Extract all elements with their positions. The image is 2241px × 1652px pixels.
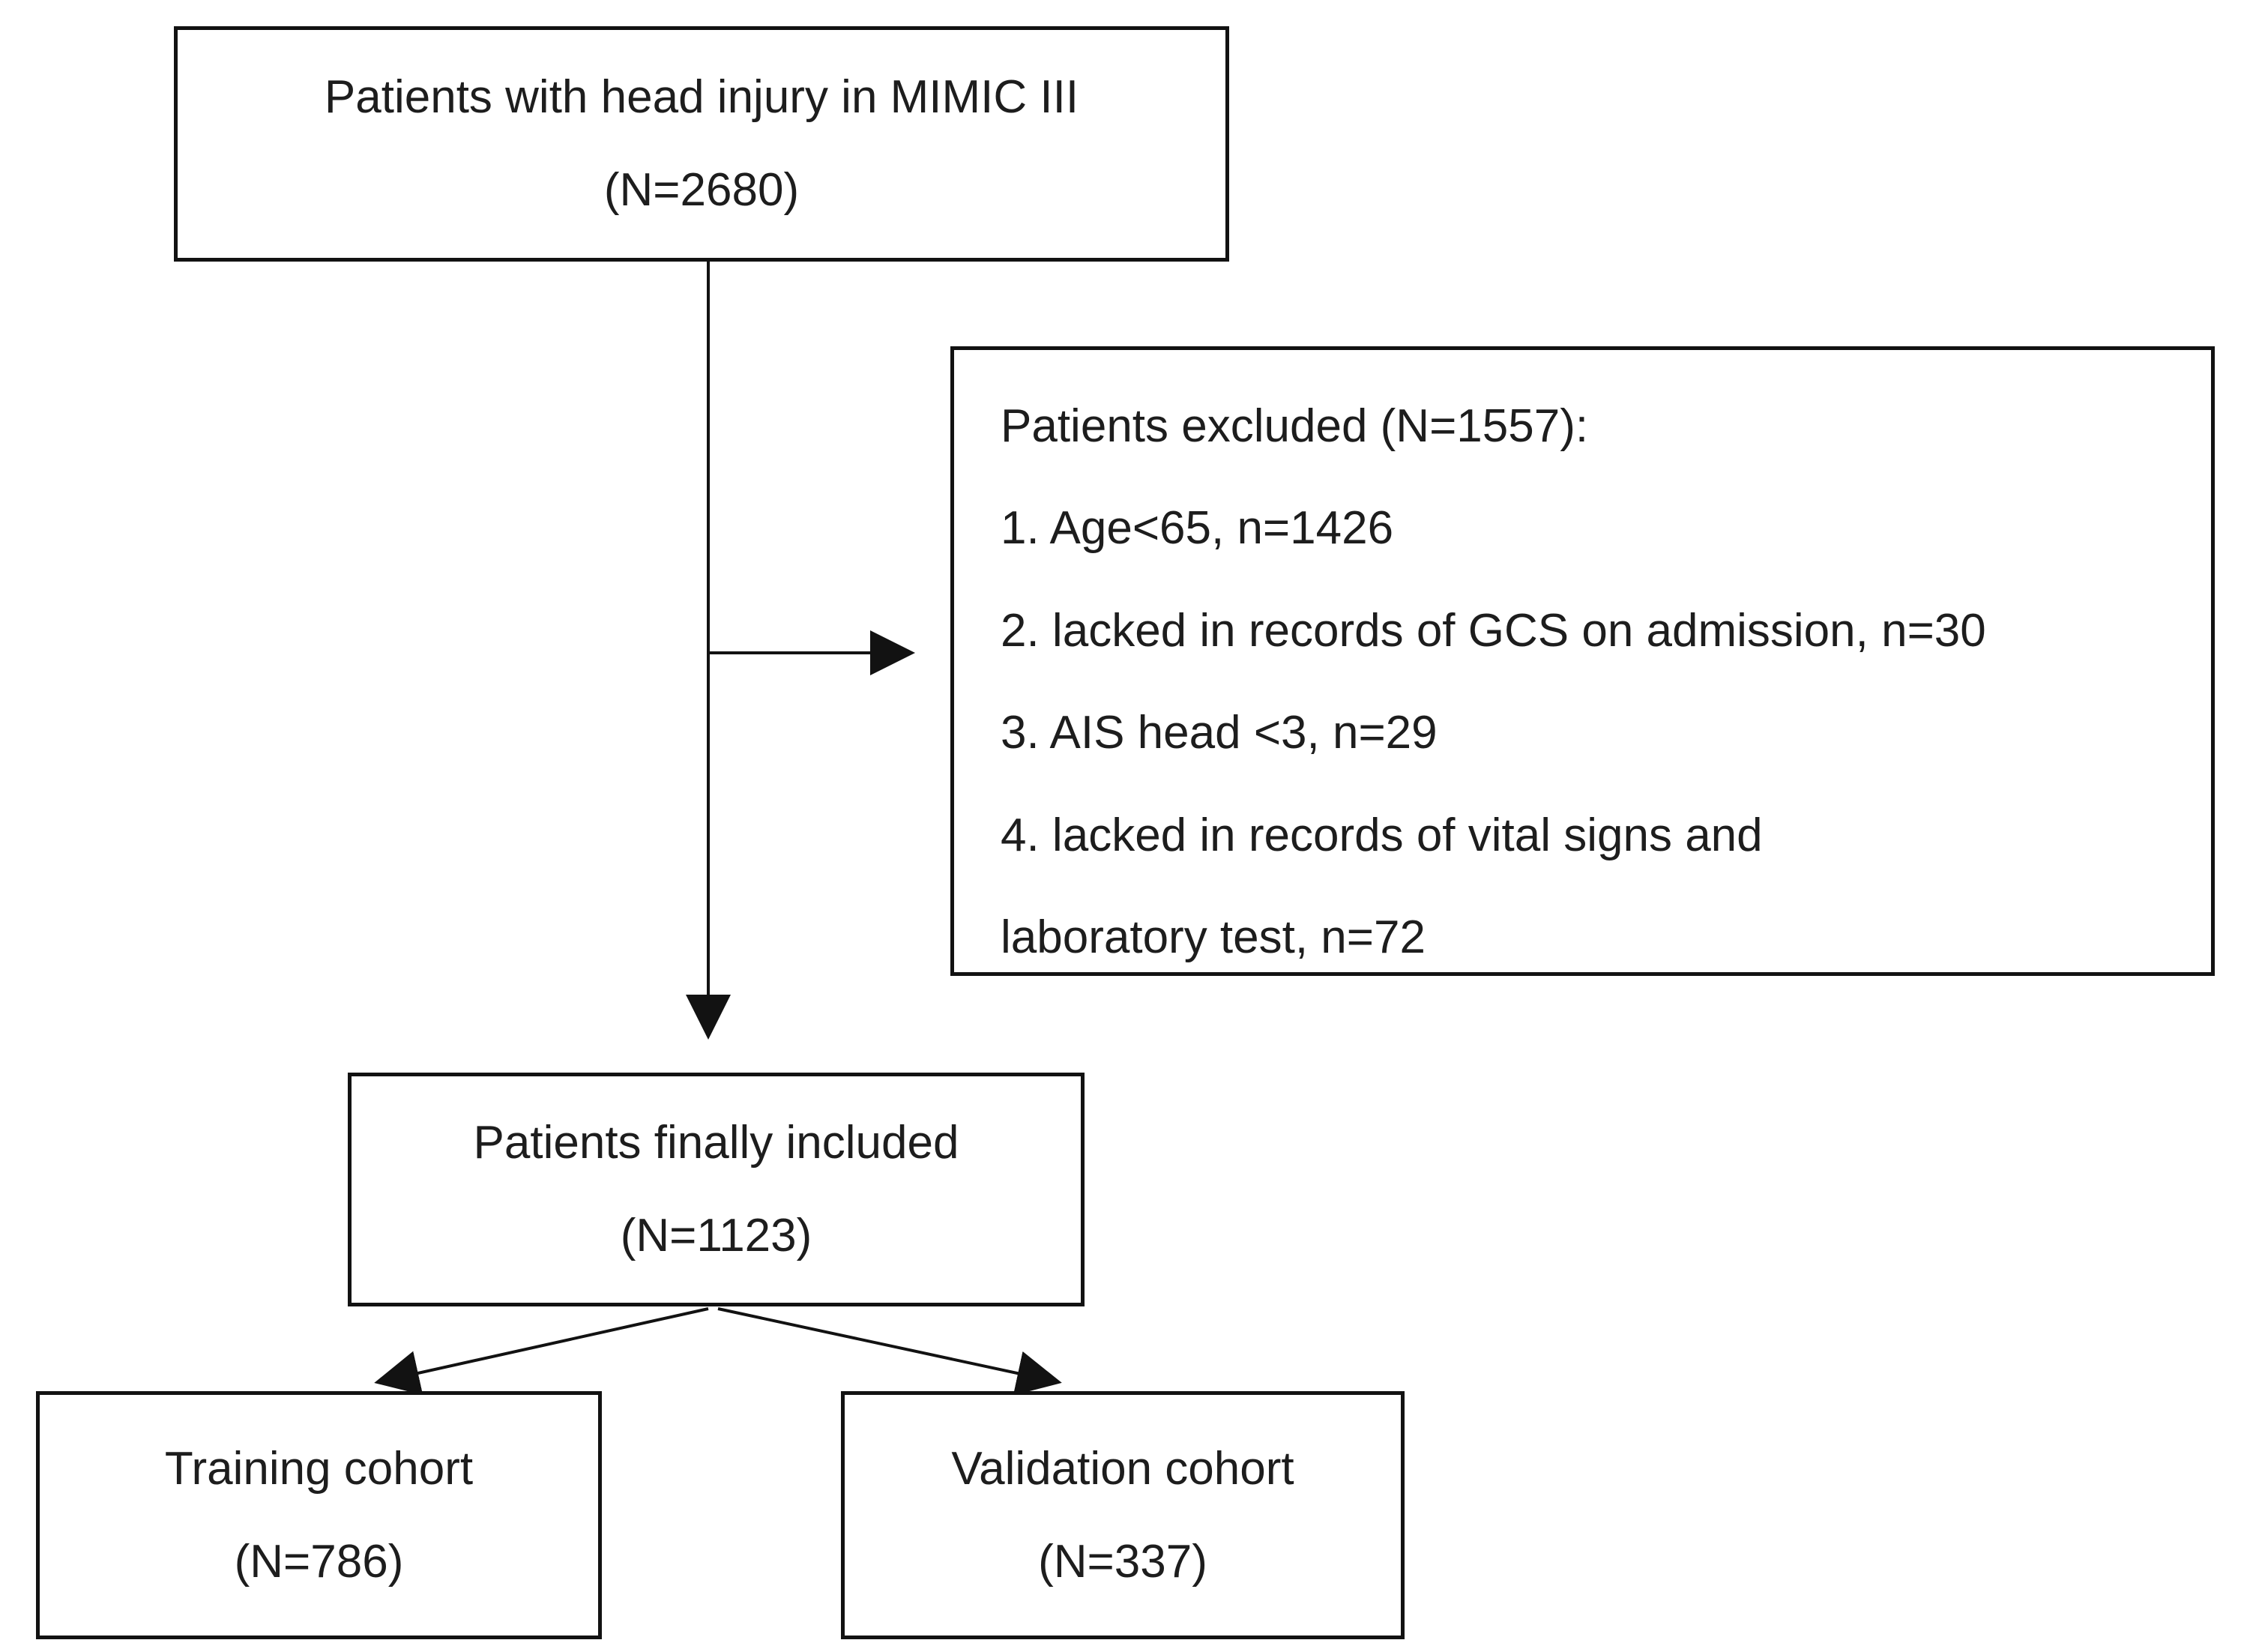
node-training-cohort: Training cohort (N=786) [36,1391,602,1639]
node-included: Patients finally included (N=1123) [348,1073,1085,1306]
node-excluded-title: Patients excluded (N=1557): [1001,400,1589,452]
node-validation-cohort: Validation cohort (N=337) [841,1391,1405,1639]
flow-arrow-to-training [374,1307,709,1396]
node-source-population: Patients with head injury in MIMIC III (… [174,26,1229,262]
node-excluded-reason-4-cont: laboratory test, n=72 [1001,911,1426,963]
node-validation-title: Validation cohort [951,1442,1294,1495]
node-excluded-reason-4: 4. lacked in records of vital signs and [1001,809,1763,861]
node-excluded-reason-3: 3. AIS head <3, n=29 [1001,707,1438,759]
node-training-title: Training cohort [164,1442,474,1495]
node-excluded-reason-2: 2. lacked in records of GCS on admission… [1001,604,1986,657]
node-excluded-reason-1: 1. Age<65, n=1426 [1001,502,1394,555]
node-included-title: Patients finally included [473,1117,959,1169]
flow-arrow-to-validation [717,1307,1062,1396]
node-source-title: Patients with head injury in MIMIC III [324,71,1079,123]
node-excluded: Patients excluded (N=1557): 1. Age<65, n… [950,346,2215,976]
node-source-count: (N=2680) [603,164,800,216]
node-validation-count: (N=337) [1038,1535,1207,1588]
node-included-count: (N=1123) [620,1210,812,1261]
node-training-count: (N=786) [234,1535,404,1588]
